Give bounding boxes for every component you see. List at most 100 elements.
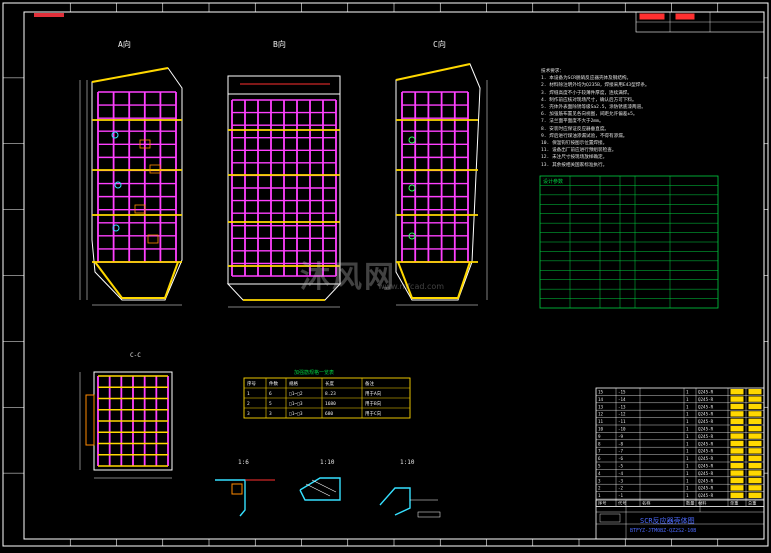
- bom-cell: 11: [598, 419, 604, 424]
- note-line: 7. 法兰面平面度不大于2mm。: [541, 119, 604, 125]
- bom-header-cell: 名称: [642, 500, 650, 507]
- opening: [149, 164, 161, 174]
- bom-cell: -4: [618, 471, 624, 476]
- note-line: 3. 焊缝高度不小于较薄件厚度，连续满焊。: [541, 90, 632, 96]
- table-header-cell: 长度: [325, 380, 334, 387]
- bom-weight-mark: [748, 440, 762, 447]
- table-cell: 3: [269, 411, 272, 417]
- bom-weight-mark: [730, 418, 744, 425]
- roof-edge: [395, 63, 471, 81]
- bom-cell: 9: [598, 434, 601, 439]
- bom-weight-mark: [748, 485, 762, 491]
- view-a: [79, 67, 183, 306]
- outline: [395, 63, 481, 301]
- bom-cell: 3: [598, 478, 601, 483]
- detail-views: [215, 477, 441, 518]
- bom-cell: Q245-R: [698, 493, 714, 498]
- table-cell: 680: [325, 411, 333, 417]
- note-line: 2. 材料除注明外均为Q235B，焊接采用E43型焊条。: [541, 83, 650, 89]
- bom-cell: 1: [686, 412, 689, 417]
- table-header: 设计参数: [543, 178, 563, 185]
- bom-cell: -1: [618, 493, 624, 498]
- note-line: 13. 其余按相关国家标准执行。: [541, 162, 608, 168]
- bom-cell: Q245-R: [698, 486, 714, 491]
- detail-scale-2: 1:10: [320, 459, 335, 466]
- bom-cell: Q245-R: [698, 404, 714, 409]
- bom-cell: -7: [618, 449, 624, 454]
- bom-cell: 6: [598, 456, 601, 461]
- bom-weight-mark: [730, 389, 744, 395]
- manhole: [408, 136, 416, 144]
- opening: [147, 234, 159, 244]
- bom-cell: 12: [598, 412, 604, 417]
- manhole: [112, 224, 120, 232]
- bom-weight-mark: [748, 418, 762, 425]
- bom-cell: 7: [598, 449, 601, 454]
- bom-cell: -3: [618, 478, 624, 483]
- detail-3-profile: [379, 487, 411, 516]
- table-cell: 6: [269, 391, 272, 397]
- detail-1-profile: [215, 479, 246, 517]
- bom-cell: Q245-R: [698, 390, 714, 395]
- bom-weight-mark: [730, 448, 744, 454]
- bom-cell: Q245-R: [698, 441, 714, 446]
- section-label: C-C: [130, 352, 141, 359]
- detail-2-hatch: [305, 483, 331, 497]
- table-cell: 5: [269, 401, 272, 407]
- table-header-cell: 序号: [247, 380, 256, 387]
- bom-weight-mark: [730, 440, 744, 447]
- bom-weight-mark: [730, 492, 744, 499]
- bom-weight-mark: [730, 455, 744, 462]
- bom-weight-mark: [730, 477, 744, 484]
- bom-header-cell: 单重: [730, 500, 738, 507]
- manhole: [408, 232, 416, 240]
- bom-weight-mark: [730, 463, 744, 469]
- revision-mark: [639, 13, 665, 20]
- bom-cell: Q245-R: [698, 419, 714, 424]
- table-header-cell: 备注: [365, 380, 374, 387]
- detail-3-tag: [417, 511, 441, 518]
- bom-weight-mark: [748, 492, 762, 499]
- revision-mark: [675, 13, 695, 20]
- section-cc: [79, 371, 173, 479]
- bom-cell: 1: [686, 404, 689, 409]
- title-block-border: [595, 499, 765, 540]
- bom-cell: -13: [618, 404, 626, 409]
- bom-cell: -2: [618, 486, 624, 491]
- bom-weight-mark: [748, 396, 762, 402]
- opening: [134, 204, 146, 214]
- bom-cell: 1: [686, 478, 689, 483]
- bom-header-cell: 材料: [698, 500, 707, 507]
- notes-heading: 技术要求：: [541, 69, 564, 74]
- bom-weight-mark: [748, 403, 762, 410]
- bom-cell: -5: [618, 464, 624, 469]
- detail-2-profile: [299, 477, 341, 501]
- bom-weight-mark: [748, 426, 762, 432]
- bom-cell: -12: [618, 412, 626, 417]
- view-label-b: B向: [273, 40, 286, 49]
- drawing-number: BTFYZ-JTM0BZ-QZ2S2-10B: [630, 528, 697, 534]
- bom-weight-mark: [748, 448, 762, 454]
- bom-header-cell: 总重: [748, 500, 756, 506]
- bom-cell: 1: [686, 441, 689, 446]
- bom-cell: -11: [618, 419, 626, 424]
- detail-scale-3: 1:10: [400, 459, 415, 466]
- table-cell: 1680: [325, 401, 336, 407]
- parameter-table: 设计参数: [539, 175, 719, 309]
- bom-cell: 15: [598, 390, 604, 395]
- table-header-cell: 规格: [289, 380, 298, 387]
- table-cell: □1~□3: [289, 411, 303, 417]
- bom-cell: Q245-R: [698, 464, 714, 469]
- bom-cell: 1: [686, 456, 689, 461]
- bom-cell: Q245-R: [698, 456, 714, 461]
- table-cell: 3: [247, 411, 250, 417]
- table-cell: 用于B向: [365, 400, 382, 407]
- manhole: [114, 181, 122, 189]
- bom-header-cell: 代号: [618, 500, 626, 507]
- bom-cell: -15: [618, 390, 626, 395]
- bom-weight-mark: [730, 426, 744, 432]
- table-cell: 用于C向: [365, 410, 382, 417]
